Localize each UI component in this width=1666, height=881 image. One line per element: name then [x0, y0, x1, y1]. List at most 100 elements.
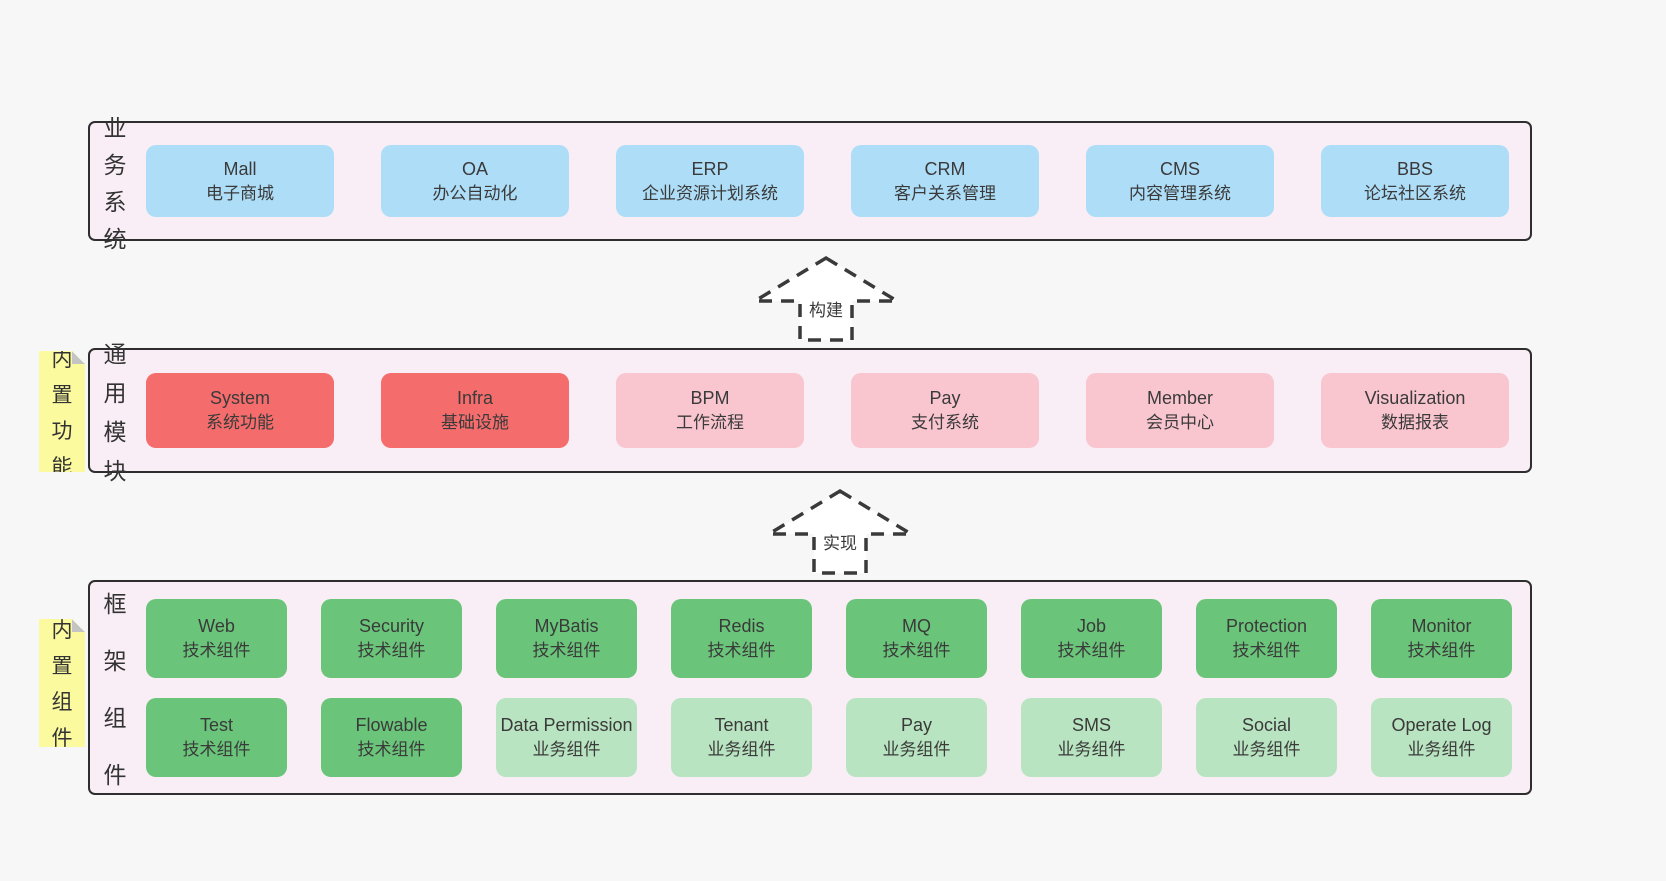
- label-char: 通: [103, 341, 127, 367]
- sticky-note-label: 内置功能: [52, 343, 73, 481]
- box-bpm: BPM 工作流程: [616, 373, 804, 448]
- box-subtitle: 技术组件: [1407, 640, 1476, 660]
- sticky-note-label: 内置组件: [52, 614, 73, 752]
- box-title: Monitor: [1411, 615, 1472, 636]
- box-title: Visualization: [1364, 388, 1466, 409]
- box-subtitle: 技术组件: [882, 640, 951, 660]
- box-title: Web: [198, 615, 235, 636]
- box-flowable: Flowable 技术组件: [321, 697, 462, 777]
- label-char: 组: [103, 705, 127, 731]
- box-cms: CMS 内容管理系统: [1086, 145, 1274, 217]
- box-title: Flowable: [355, 714, 428, 735]
- box-title: Pay: [900, 714, 933, 735]
- box-web: Web 技术组件: [146, 598, 287, 678]
- box-subtitle: 业务组件: [1407, 739, 1476, 759]
- arrow-build-label: 构建: [806, 295, 846, 322]
- box-pay: Pay 业务组件: [846, 697, 987, 777]
- box-title: Data Permission: [500, 714, 633, 735]
- label-char: 框: [103, 591, 127, 617]
- box-subtitle: 企业资源计划系统: [642, 183, 778, 203]
- box-title: Member: [1146, 388, 1213, 409]
- box-subtitle: 业务组件: [532, 739, 601, 759]
- box-subtitle: 技术组件: [182, 640, 251, 660]
- box-subtitle: 技术组件: [357, 739, 426, 759]
- label-char: 置: [51, 383, 73, 407]
- label-char: 块: [103, 458, 127, 484]
- label-char: 内: [51, 619, 73, 642]
- box-subtitle: 支付系统: [911, 413, 979, 433]
- box-subtitle: 业务组件: [1057, 739, 1126, 759]
- label-char: 模: [103, 419, 127, 445]
- band-modules-label: 通用模块: [90, 341, 140, 484]
- band-business-label: 业务系统: [90, 115, 140, 252]
- label-char: 架: [103, 648, 127, 674]
- folded-corner-icon: [72, 351, 85, 364]
- label-char: 业: [103, 114, 127, 141]
- box-mybatis: MyBatis 技术组件: [496, 598, 637, 678]
- sticky-note-builtin-components: 内置组件: [39, 619, 85, 747]
- box-infra: Infra 基础设施: [381, 373, 569, 448]
- box-subtitle: 技术组件: [1232, 640, 1301, 660]
- box-title: Operate Log: [1391, 714, 1492, 735]
- label-char: 用: [103, 380, 127, 406]
- label-char: 务: [103, 151, 127, 178]
- box-subtitle: 办公自动化: [432, 183, 518, 203]
- box-title: CRM: [924, 158, 966, 179]
- box-subtitle: 业务组件: [882, 739, 951, 759]
- box-subtitle: 业务组件: [707, 739, 776, 759]
- box-title: MQ: [902, 615, 931, 636]
- label-char: 内: [51, 347, 73, 371]
- box-subtitle: 会员中心: [1146, 413, 1214, 433]
- box-title: Infra: [456, 388, 494, 409]
- box-erp: ERP 企业资源计划系统: [616, 145, 804, 217]
- box-title: MyBatis: [534, 615, 599, 636]
- box-title: Social: [1241, 714, 1292, 735]
- box-title: BPM: [690, 388, 730, 409]
- box-title: Test: [199, 714, 233, 735]
- box-subtitle: 技术组件: [357, 640, 426, 660]
- label-char: 能: [51, 455, 73, 479]
- sticky-note-builtin-features: 内置功能: [39, 351, 85, 472]
- box-mq: MQ 技术组件: [846, 598, 987, 678]
- box-title: OA: [461, 158, 488, 179]
- box-title: Job: [1076, 615, 1107, 636]
- box-job: Job 技术组件: [1021, 598, 1162, 678]
- box-title: CMS: [1160, 158, 1200, 179]
- label-char: 功: [51, 419, 73, 443]
- box-subtitle: 论坛社区系统: [1364, 183, 1466, 203]
- box-title: System: [209, 388, 270, 409]
- label-char: 组: [51, 691, 73, 714]
- box-subtitle: 技术组件: [532, 640, 601, 660]
- arrow-build: 构建: [751, 255, 901, 343]
- box-subtitle: 技术组件: [1057, 640, 1126, 660]
- arrow-implement: 实现: [765, 488, 915, 576]
- label-char: 件: [51, 727, 73, 750]
- box-title: Redis: [718, 615, 765, 636]
- box-subtitle: 基础设施: [441, 413, 509, 433]
- arrow-implement-label: 实现: [820, 528, 860, 555]
- box-subtitle: 工作流程: [676, 413, 744, 433]
- box-subtitle: 内容管理系统: [1129, 183, 1231, 203]
- box-title: ERP: [691, 158, 729, 179]
- box-oa: OA 办公自动化: [381, 145, 569, 217]
- label-char: 置: [51, 655, 73, 678]
- box-title: Mall: [223, 158, 257, 179]
